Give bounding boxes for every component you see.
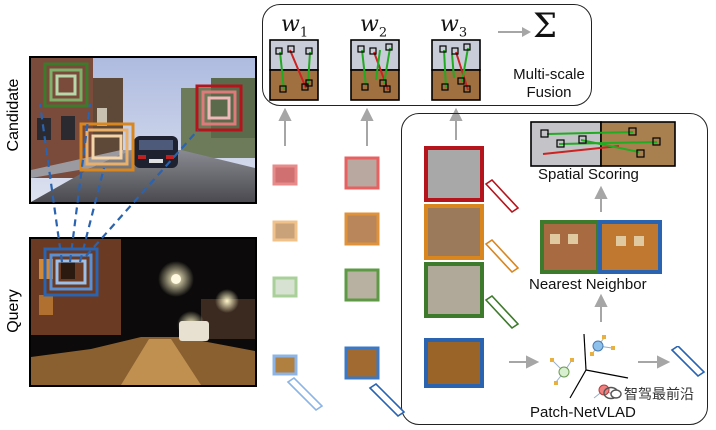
candidate-image: [29, 56, 257, 204]
fusion-match-pairs: [269, 39, 481, 101]
output-descriptor-icon: [670, 346, 706, 378]
wechat-logo-icon: [603, 386, 623, 400]
spatial-scoring-label: Spatial Scoring: [538, 166, 639, 183]
w3-label: w3: [440, 12, 468, 41]
feature-map-bar-icon: [286, 376, 406, 418]
arrow-icon: [498, 27, 531, 37]
nearest-neighbor-label: Nearest Neighbor: [529, 276, 647, 293]
scale3-patches: [424, 146, 520, 388]
watermark-text: 智驾最前沿: [624, 387, 694, 403]
patch-netvlad-panel: [401, 113, 708, 425]
patch-netvlad-label: Patch-NetVLAD: [530, 404, 636, 421]
query-image: [29, 237, 257, 387]
spatial-scoring-pair: [530, 121, 676, 167]
w1-label: w1: [281, 12, 309, 41]
sigma-symbol: Σ: [533, 6, 558, 46]
multiscale-fusion-label: Multi-scale Fusion: [513, 66, 585, 101]
w2-label: w2: [360, 12, 388, 41]
nearest-neighbor-pair: [540, 220, 662, 274]
scale1-patches: [272, 164, 298, 376]
multiscale-fusion-panel: [262, 4, 592, 106]
scale2-patches: [344, 156, 380, 380]
